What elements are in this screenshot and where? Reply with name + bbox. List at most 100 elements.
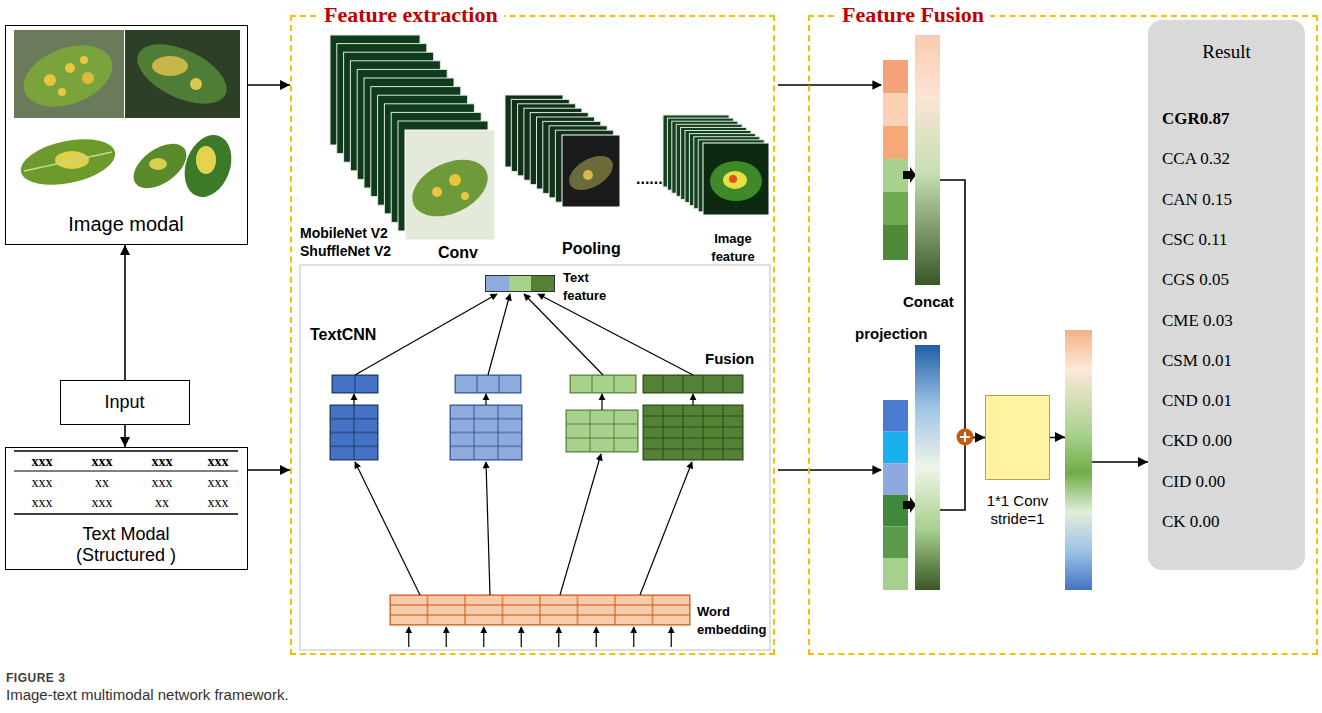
image-feature-stack	[710, 161, 762, 201]
leaf-photos	[15, 34, 121, 118]
fusion-illustration	[1055, 432, 1065, 442]
image-feature-stack	[703, 143, 769, 215]
fusion-illustration	[883, 192, 908, 225]
connector	[940, 180, 985, 443]
label-text-wrap: xxx	[74, 452, 130, 470]
node-text-wrap: CSM 0.01	[1162, 350, 1302, 372]
connector-line	[124, 245, 126, 380]
projection-bar: projection	[915, 345, 940, 590]
fusion-illustration	[778, 469, 881, 471]
node-text: CGS 0.05	[1162, 270, 1229, 289]
label-text: xxx	[32, 475, 53, 490]
label-text-wrap: xxx	[190, 473, 246, 491]
fusion-illustration	[778, 85, 881, 470]
arrowhead	[280, 80, 290, 90]
connector	[120, 245, 130, 380]
label-text-wrap: Image feature	[700, 229, 766, 265]
textcnn-panel	[450, 405, 522, 460]
node-text: CKD 0.00	[1162, 431, 1232, 450]
textcnn-panel	[455, 375, 521, 393]
fusion-illustration	[883, 495, 908, 527]
conv-feature-stack	[403, 130, 497, 240]
textcnn-panel	[485, 394, 486, 405]
node-text: projection	[855, 325, 928, 342]
fusion-illustration	[964, 432, 966, 442]
image-feature-stack	[729, 175, 737, 183]
textcnn-panel	[570, 375, 636, 393]
node-text-wrap: CGR0.87	[1162, 108, 1302, 130]
leaf-photos	[17, 131, 120, 192]
connector	[248, 465, 290, 475]
node-text-wrap: Image modal	[6, 212, 246, 236]
leaf-photos	[152, 56, 188, 76]
arrowhead	[975, 433, 985, 443]
textcnn-panel	[538, 294, 693, 375]
textcnn-panel	[692, 394, 693, 405]
image-feature-stack	[663, 115, 769, 215]
node-text-wrap: 1*1 Conv stride=1	[981, 492, 1054, 528]
label-text-wrap: Fusion	[705, 350, 754, 368]
label-text: TextCNN	[310, 326, 376, 343]
textcnn-panel	[596, 627, 597, 647]
fusion-illustration	[883, 526, 908, 558]
label-text: MobileNet V2	[300, 225, 388, 241]
fusion-illustration	[883, 558, 908, 590]
node-text-wrap: Concat	[903, 293, 954, 311]
pooling-stack	[505, 95, 620, 207]
textcnn-panel	[488, 294, 510, 375]
label-text-wrap: ShuffleNet V2	[300, 242, 391, 260]
label-text: Fusion	[705, 350, 754, 367]
node-text: CID 0.00	[1162, 472, 1225, 491]
node-text-wrap: CAN 0.15	[1162, 189, 1302, 211]
textcnn-panel	[390, 595, 690, 625]
label-text-wrap: Pooling	[562, 240, 621, 258]
fusion-illustration	[883, 126, 908, 159]
caption-text-wrap: Image-text multimodal network framework.	[6, 686, 289, 704]
feature-fusion-region: Feature FusionConcatprojection1*1 Conv s…	[808, 15, 1318, 655]
fusion-illustration	[883, 463, 908, 495]
leaf-photos	[126, 135, 195, 197]
pooling-stack	[562, 135, 620, 207]
arrowhead	[1138, 457, 1148, 467]
connector-line	[1050, 438, 1148, 463]
label-text: xx	[95, 475, 109, 490]
label-text: xxx	[152, 475, 173, 490]
node-text: Image modal	[68, 213, 184, 235]
leaf-photos	[14, 30, 240, 206]
leaf-photos	[125, 120, 240, 206]
node-text-wrap: projection	[855, 325, 928, 343]
label-text-wrap: xxx	[14, 473, 70, 491]
label-text: xxx	[208, 475, 229, 490]
label-text: xx	[155, 495, 169, 510]
image-feature-stack	[723, 171, 747, 189]
textcnn-panel	[332, 375, 378, 393]
textcnn-panel	[355, 294, 497, 375]
node-text: CGR0.87	[1162, 109, 1230, 128]
label-text-wrap: TextCNN	[310, 326, 376, 344]
node-text-wrap: Text Modal (Structured )	[51, 524, 201, 566]
structured-table	[14, 513, 238, 515]
label-text-wrap: xxx	[190, 493, 246, 511]
label-text-wrap: xxx	[190, 452, 246, 470]
fusion-illustration	[883, 60, 908, 93]
label-text-wrap: Conv	[438, 244, 478, 262]
node-text: CSC 0.11	[1162, 230, 1228, 249]
leaf-photos	[196, 146, 216, 174]
textcnn-panel	[560, 454, 601, 595]
label-text-wrap: xxx	[14, 493, 70, 511]
label-text-wrap: xx	[134, 493, 190, 511]
leaf-photos	[125, 30, 240, 118]
label-text: xxx	[92, 454, 113, 469]
node-text-wrap: Feature extraction	[318, 2, 504, 28]
leaf-photos	[44, 74, 56, 86]
node-text-wrap: CCA 0.32	[1162, 148, 1302, 170]
node-text-wrap: CKD 0.00	[1162, 430, 1302, 452]
node-text: Feature Fusion	[836, 2, 990, 27]
pooling-stack	[583, 170, 593, 180]
textcnn-panel	[558, 627, 559, 647]
node-text-wrap: Result	[1148, 40, 1305, 64]
label-text: xxx	[32, 454, 53, 469]
node-text: Feature extraction	[318, 2, 504, 27]
